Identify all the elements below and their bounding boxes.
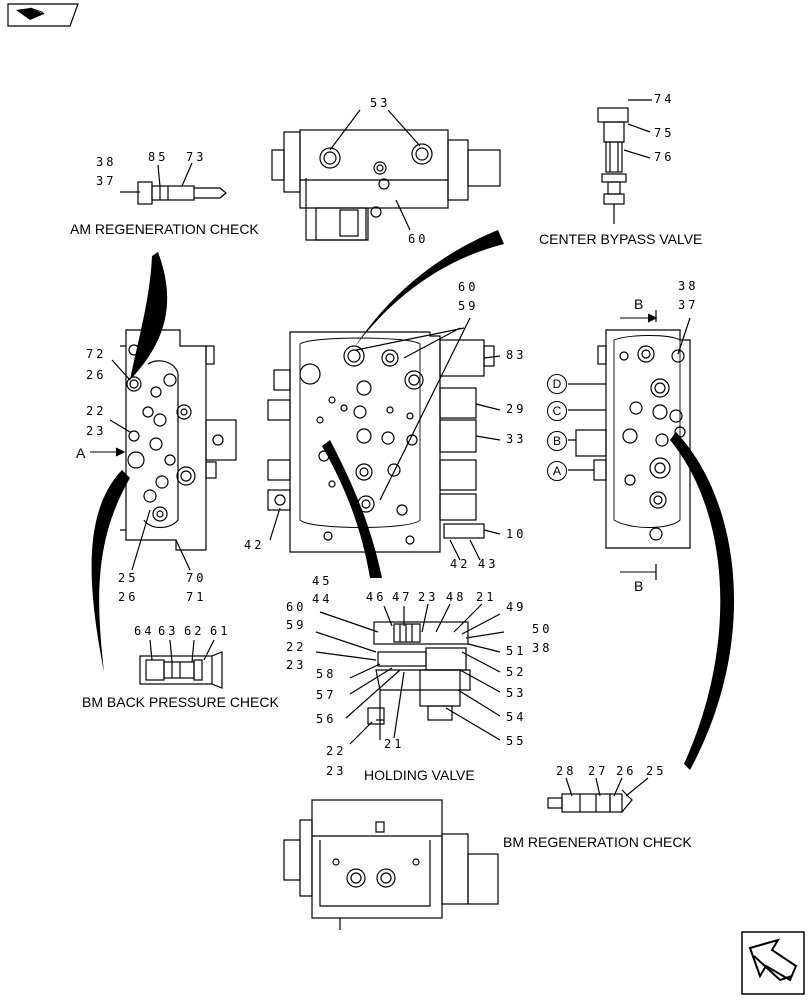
next-page-arrow-icon[interactable]: [741, 931, 805, 995]
callout[interactable]: 23: [418, 590, 439, 604]
callout[interactable]: 21: [384, 737, 405, 751]
callout[interactable]: 26: [616, 764, 637, 778]
callout[interactable]: 75: [654, 126, 675, 140]
callout[interactable]: 54: [506, 710, 527, 724]
title-bm-back-pressure-check: BM BACK PRESSURE CHECK: [82, 694, 279, 710]
callout[interactable]: 56: [316, 712, 337, 726]
callout[interactable]: 51: [506, 644, 527, 658]
right-valve-body: [568, 310, 691, 580]
section-marker-b-top: B: [634, 296, 644, 312]
callout[interactable]: 61: [210, 624, 231, 638]
am-regeneration-check-part: [120, 162, 227, 205]
leader-arrow-bm-back: [91, 470, 130, 672]
callout[interactable]: 59: [458, 299, 479, 313]
callout[interactable]: 60: [408, 232, 429, 246]
bottom-valve-assembly: [283, 799, 499, 930]
back-book-icon[interactable]: [7, 3, 79, 27]
callout[interactable]: 37: [96, 174, 117, 188]
callout[interactable]: 74: [654, 92, 675, 106]
bm-regeneration-check-part: [547, 777, 649, 813]
port-b-label: B: [547, 431, 567, 451]
callout[interactable]: 55: [506, 734, 527, 748]
callout[interactable]: 70: [186, 571, 207, 585]
center-main-valve: [267, 317, 501, 561]
title-holding-valve: HOLDING VALVE: [364, 767, 475, 783]
callout[interactable]: 83: [506, 348, 527, 362]
callout[interactable]: 27: [588, 764, 609, 778]
callout[interactable]: 46: [366, 590, 387, 604]
title-bm-regeneration-check: BM REGENERATION CHECK: [503, 834, 692, 850]
callout[interactable]: 73: [186, 150, 207, 164]
callout[interactable]: 25: [118, 571, 139, 585]
callout[interactable]: 38: [96, 155, 117, 169]
callout[interactable]: 76: [654, 150, 675, 164]
callout[interactable]: 22: [286, 640, 307, 654]
callout[interactable]: 52: [506, 665, 527, 679]
callout[interactable]: 26: [118, 590, 139, 604]
section-marker-b-bottom: B: [634, 578, 644, 594]
callout[interactable]: 50: [532, 622, 553, 636]
callout[interactable]: 53: [370, 96, 391, 110]
callout[interactable]: 33: [506, 432, 527, 446]
callout[interactable]: 49: [506, 600, 527, 614]
callout[interactable]: 53: [506, 686, 527, 700]
callout[interactable]: 59: [286, 618, 307, 632]
callout[interactable]: 22: [326, 744, 347, 758]
callout[interactable]: 60: [286, 600, 307, 614]
callout[interactable]: 42: [450, 557, 471, 571]
title-center-bypass-valve: CENTER BYPASS VALVE: [539, 231, 703, 247]
callout[interactable]: 23: [286, 658, 307, 672]
callout[interactable]: 85: [148, 150, 169, 164]
callout[interactable]: 21: [476, 590, 497, 604]
callout[interactable]: 64: [134, 624, 155, 638]
callout[interactable]: 37: [678, 298, 699, 312]
callout[interactable]: 48: [446, 590, 467, 604]
callout[interactable]: 25: [646, 764, 667, 778]
port-c-label: C: [547, 401, 567, 421]
holding-valve-part: [315, 603, 505, 745]
title-am-regeneration-check: AM REGENERATION CHECK: [70, 221, 259, 237]
leader-arrow-center: [354, 230, 504, 348]
callout[interactable]: 23: [86, 424, 107, 438]
callout[interactable]: 45: [312, 574, 333, 588]
callout[interactable]: 62: [184, 624, 205, 638]
callout[interactable]: 38: [532, 641, 553, 655]
callout[interactable]: 44: [312, 592, 333, 606]
callout[interactable]: 29: [506, 402, 527, 416]
callout[interactable]: 72: [86, 347, 107, 361]
callout[interactable]: 23: [326, 764, 347, 778]
top-valve-assembly: [271, 109, 501, 241]
callout[interactable]: 60: [458, 280, 479, 294]
callout[interactable]: 26: [86, 368, 107, 382]
callout[interactable]: 28: [556, 764, 577, 778]
callout[interactable]: 58: [316, 667, 337, 681]
left-valve-body: [90, 329, 237, 571]
section-marker-a: A: [76, 445, 86, 461]
callout[interactable]: 71: [186, 590, 207, 604]
callout[interactable]: 43: [478, 557, 499, 571]
callout[interactable]: 38: [678, 279, 699, 293]
callout[interactable]: 10: [506, 527, 527, 541]
port-d-label: D: [547, 374, 567, 394]
bm-back-pressure-check-part: [139, 639, 223, 689]
callout[interactable]: 22: [86, 404, 107, 418]
callout[interactable]: 63: [158, 624, 179, 638]
callout[interactable]: 57: [316, 688, 337, 702]
leader-arrow-bm-regen: [670, 432, 735, 770]
callout[interactable]: 47: [392, 590, 413, 604]
callout[interactable]: 42: [244, 538, 265, 552]
leader-arrow-holding: [322, 440, 382, 578]
center-bypass-valve-part: [597, 99, 652, 224]
port-a-label: A: [547, 461, 567, 481]
leader-arrow-am: [130, 252, 168, 380]
